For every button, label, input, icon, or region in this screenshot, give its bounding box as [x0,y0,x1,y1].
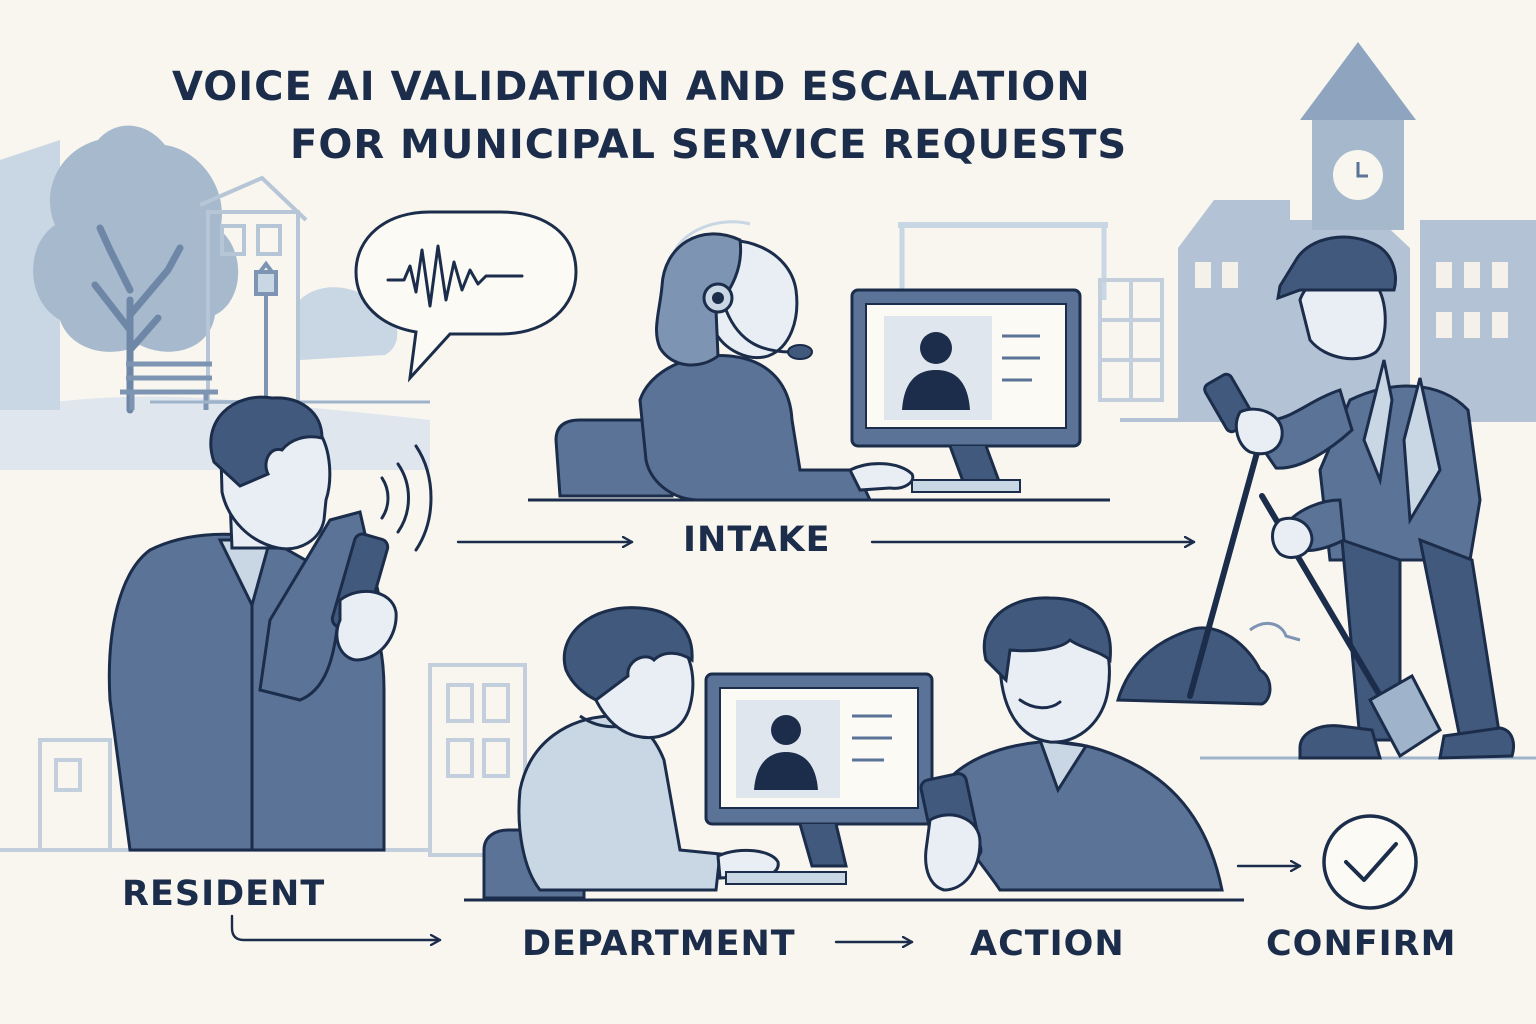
park-background [0,125,430,470]
step-label-confirm: CONFIRM [1266,924,1457,964]
speech-bubble-icon [354,210,578,383]
page-title-line-2: FOR MUNICIPAL SERVICE REQUESTS [290,122,1128,168]
step-label-intake: INTAKE [683,520,831,560]
step-label-resident: RESIDENT [122,874,326,914]
sound-waves-icon [380,444,433,552]
department-worker [482,606,780,900]
checkmark-circle-icon [1322,814,1418,910]
arrow-resident-to-department [230,914,442,940]
user-silhouette-icon [902,332,970,410]
street-lamp [254,260,278,400]
tree [33,125,239,414]
page-title-line-1: VOICE AI VALIDATION AND ESCALATION [172,64,1091,110]
flow-arrows [230,542,1302,942]
department-computer [704,672,934,885]
park-bench [120,361,218,410]
voice-waveform-icon [386,244,524,308]
intake-computer [850,288,1082,493]
action-worker [919,596,1224,892]
user-silhouette-icon [754,715,818,790]
step-label-department: DEPARTMENT [522,924,796,964]
step-label-action: ACTION [970,924,1125,964]
field-worker [1115,235,1515,760]
resident-figure [107,395,433,852]
intake-agent [554,220,915,502]
